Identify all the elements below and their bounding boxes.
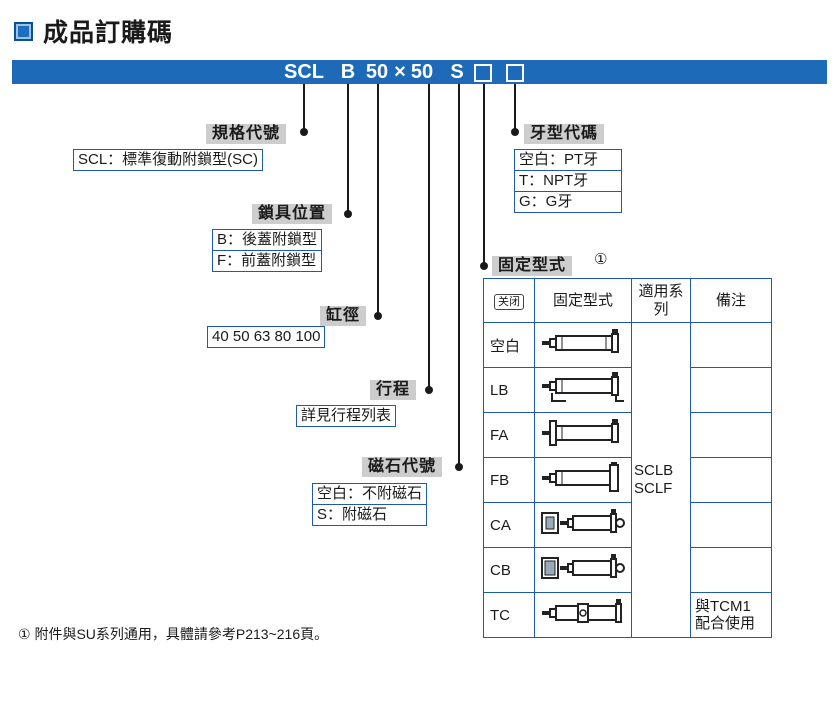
- cylinder-trunnion-icon: [534, 592, 632, 638]
- remark-cell: [690, 322, 772, 368]
- cylinder-double-clevis-icon: [534, 547, 632, 593]
- connector-spec: [303, 84, 305, 132]
- code-series: SCL: [284, 61, 324, 83]
- series-cell: SCLB SCLF: [631, 322, 691, 638]
- remark-cell: 與TCM1 配合使用: [690, 592, 772, 638]
- connector-dot: [374, 312, 382, 320]
- code-lock: B: [340, 61, 356, 83]
- code-thread-box: [506, 64, 524, 82]
- mount-code: TC: [483, 592, 535, 638]
- connector-dot: [344, 210, 352, 218]
- code-times: ×: [394, 61, 406, 83]
- thread-label: 牙型代碼: [524, 124, 605, 144]
- table-row: FA: [483, 412, 772, 458]
- thread-option: G：G牙: [515, 191, 621, 212]
- page-title-wrap: 成品訂購碼: [14, 14, 173, 48]
- remark-cell: [690, 412, 772, 458]
- connector-dot: [455, 463, 463, 471]
- spec-options: SCL：標準復動附鎖型(SC): [73, 149, 264, 171]
- remark-line: 配合使用: [695, 615, 756, 632]
- cylinder-single-clevis-icon: [534, 502, 632, 548]
- mount-code: FB: [483, 457, 535, 503]
- mount-code: FA: [483, 412, 535, 458]
- lock-options: B：後蓋附鎖型 F：前蓋附鎖型: [212, 229, 323, 272]
- order-code-bar: [12, 60, 827, 84]
- mount-table-header: 关闭 固定型式 適用系列 備注: [483, 278, 772, 323]
- mount-code: CA: [483, 502, 535, 548]
- stroke-options: 詳見行程列表: [296, 405, 397, 427]
- remark-cell: [690, 457, 772, 503]
- code-bore: 50: [365, 61, 389, 83]
- connector-thread: [514, 84, 516, 132]
- table-row: FB: [483, 457, 772, 503]
- code-mount-box: [474, 64, 492, 82]
- bore-label: 缸徑: [320, 306, 367, 326]
- mount-note-mark: ①: [594, 251, 608, 268]
- code-magnet: S: [450, 61, 464, 83]
- square-bullet-icon: [14, 21, 33, 41]
- connector-magnet: [458, 84, 460, 467]
- magnet-options: 空白：不附磁石 S：附磁石: [312, 483, 428, 526]
- header-type: 固定型式: [534, 278, 632, 323]
- mount-code: CB: [483, 547, 535, 593]
- footnote-text: 附件與SU系列通用，具體請參考P213~216頁。: [34, 626, 329, 642]
- connector-dot: [425, 386, 433, 394]
- connector-lock: [347, 84, 349, 214]
- bore-option: 40 50 63 80 100: [212, 328, 321, 345]
- cylinder-rear-flange-icon: [534, 457, 632, 503]
- lock-option: B：後蓋附鎖型: [217, 231, 318, 248]
- header-applies: 適用系列: [631, 278, 691, 323]
- magnet-label: 磁石代號: [362, 457, 443, 477]
- stroke-option: 詳見行程列表: [301, 407, 392, 424]
- connector-mount: [483, 84, 485, 266]
- footnote: ① 附件與SU系列通用，具體請參考P213~216頁。: [18, 624, 328, 644]
- bore-options: 40 50 63 80 100: [207, 326, 326, 348]
- connector-stroke: [428, 84, 430, 390]
- series-line: SCLB: [634, 462, 674, 479]
- magnet-option: 空白：不附磁石: [317, 485, 423, 502]
- close-tag[interactable]: 关闭: [494, 293, 524, 310]
- table-row: CA: [483, 502, 772, 548]
- connector-dot: [300, 128, 308, 136]
- lock-label: 鎖具位置: [252, 204, 333, 224]
- remark-cell: [690, 502, 772, 548]
- thread-option: T：NPT牙: [515, 170, 621, 191]
- connector-dot: [480, 262, 488, 270]
- cylinder-foot-icon: [534, 367, 632, 413]
- series-line: SCLF: [634, 480, 673, 497]
- table-row: LB: [483, 367, 772, 413]
- remark-cell: [690, 367, 772, 413]
- mount-code: LB: [483, 367, 535, 413]
- cylinder-front-flange-icon: [534, 412, 632, 458]
- mount-table: 关闭 固定型式 適用系列 備注 空白 SCLB SCLF LB: [483, 278, 772, 638]
- stroke-label: 行程: [370, 380, 417, 400]
- lock-option: F：前蓋附鎖型: [213, 250, 322, 271]
- magnet-option: S：附磁石: [313, 504, 427, 525]
- connector-bore: [377, 84, 379, 316]
- header-remark: 備注: [690, 278, 772, 323]
- connector-dot: [511, 128, 519, 136]
- remark-cell: [690, 547, 772, 593]
- remark-line: 與TCM1: [695, 598, 751, 615]
- cylinder-basic-icon: [534, 322, 632, 368]
- page-title: 成品訂購碼: [43, 19, 174, 47]
- footnote-mark: ①: [18, 626, 31, 642]
- mount-code: 空白: [483, 322, 535, 368]
- table-row: CB: [483, 547, 772, 593]
- spec-option: SCL：標準復動附鎖型(SC): [78, 151, 259, 168]
- code-stroke: 50: [410, 61, 434, 83]
- table-row: TC 與TCM1 配合使用: [483, 592, 772, 638]
- thread-option: 空白：PT牙: [519, 151, 599, 168]
- table-row: 空白 SCLB SCLF: [483, 322, 772, 638]
- spec-label: 規格代號: [206, 124, 287, 144]
- mount-label: 固定型式: [492, 256, 573, 276]
- thread-options: 空白：PT牙 T：NPT牙 G：G牙: [514, 149, 622, 213]
